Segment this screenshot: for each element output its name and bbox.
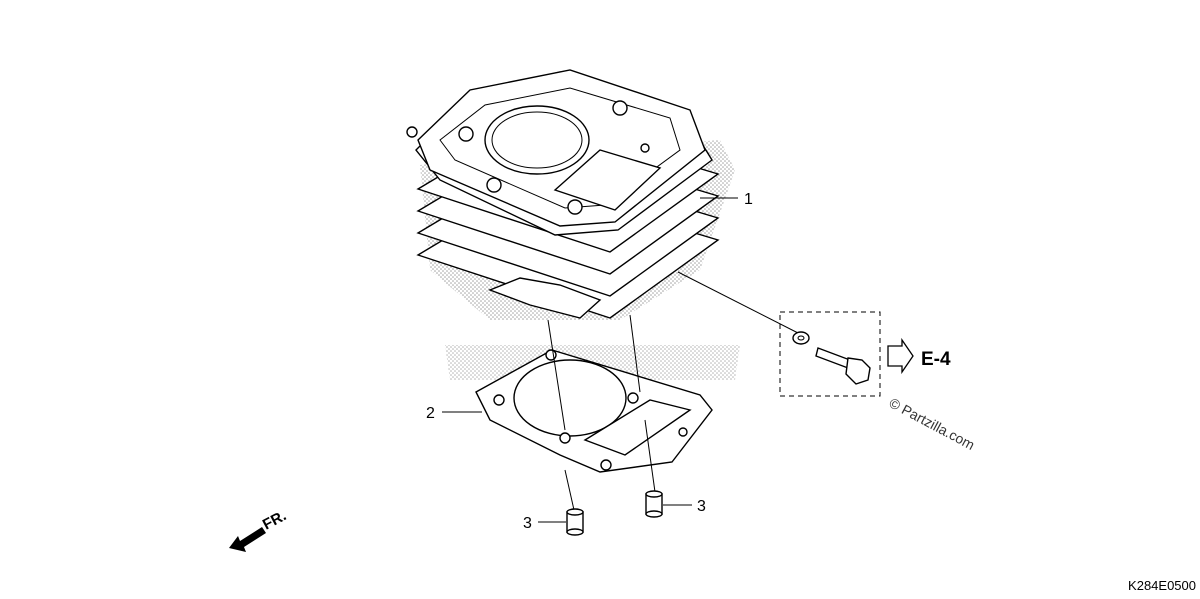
front-direction-marker: FR. [229,507,289,552]
alignment-lines [547,314,656,511]
front-label: FR. [260,507,289,533]
callout-3-left[interactable]: 3 [523,515,566,532]
cylinder[interactable] [406,69,720,319]
front-arrow-icon [229,527,266,552]
watermark: © Partzilla.com [887,395,978,453]
bolt-detail-box [677,271,881,397]
callout-3-right[interactable]: 3 [663,498,706,515]
callout-1[interactable]: 1 [700,191,753,208]
washer[interactable] [792,331,810,345]
callout-3-right-label: 3 [697,498,706,515]
callout-2-label: 2 [426,405,435,422]
callout-2[interactable]: 2 [426,405,482,422]
dowel-pin-right[interactable] [645,490,663,518]
reference-label: E-4 [921,349,951,370]
callout-3-left-label: 3 [523,515,532,532]
dowel-pin-left[interactable] [566,508,584,536]
reference-arrow-e4[interactable]: E-4 [887,337,951,375]
cylinder-base-gasket[interactable] [475,349,713,473]
callout-1-label: 1 [744,191,753,208]
bolt[interactable] [815,347,871,385]
diagram-code: K284E0500 [1128,578,1196,593]
